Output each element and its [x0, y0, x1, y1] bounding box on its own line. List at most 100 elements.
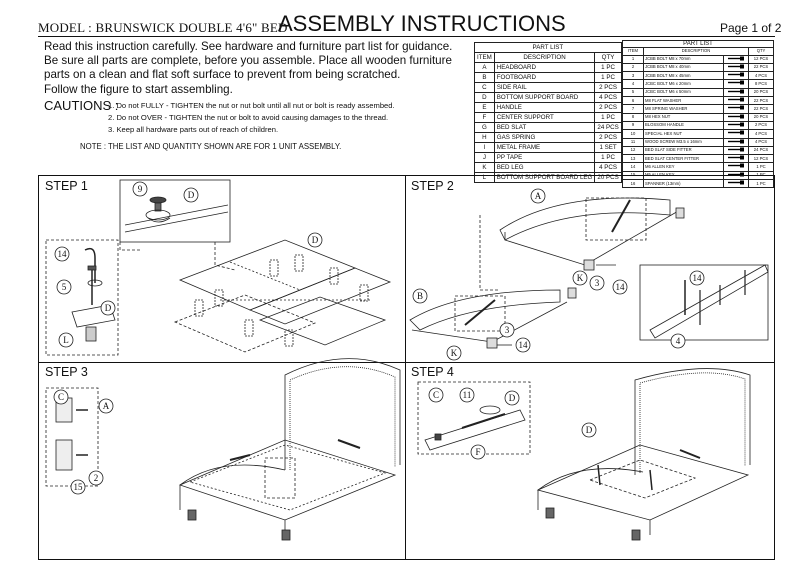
note-text: NOTE : THE LIST AND QUANTITY SHOWN ARE F…	[80, 142, 342, 151]
callout-text: B	[417, 291, 423, 301]
callout-text: K	[577, 273, 584, 283]
s2-callout-label: 4	[670, 333, 686, 349]
s2-callout-label: K	[572, 270, 588, 286]
s1-callout-label: D	[100, 300, 116, 316]
cautions-label: CAUTIONS :	[44, 98, 119, 113]
caution-item: 3. Keep all hardware parts out of reach …	[108, 125, 279, 134]
table-cell: 20 PCS	[594, 172, 622, 183]
callout-circle	[132, 181, 148, 197]
callout-text: A	[535, 191, 542, 201]
intro-line: Be sure all parts are complete, before y…	[44, 54, 452, 68]
step3-illustration	[45, 358, 401, 541]
callout-text: 15	[74, 482, 84, 492]
s1-callout-label: 14	[54, 246, 70, 262]
s2-callout-label: B	[412, 288, 428, 304]
callout-text: C	[58, 392, 64, 402]
callout-text: D	[188, 190, 195, 200]
intro-line: Follow the figure to start assembling.	[44, 82, 233, 96]
callout-circle	[307, 232, 323, 248]
s4-callout-label: D	[581, 422, 597, 438]
callout-text: 14	[58, 249, 68, 259]
callout-text: A	[103, 401, 110, 411]
s2-callout-label: 14	[612, 279, 628, 295]
callout-text: 4	[676, 336, 681, 346]
callout-circle	[499, 322, 515, 338]
table-cell: 1 PC	[748, 179, 774, 189]
callout-text: 5	[62, 282, 67, 292]
caution-item: 2. Do not OVER - TIGHTEN the nut or bolt…	[108, 113, 389, 122]
callout-circle	[504, 390, 520, 406]
s3-callout-label: A	[98, 398, 114, 414]
cautions-list: 1. Do not FULLY - TIGHTEN the nut or nut…	[108, 100, 468, 136]
model-name: MODEL : BRUNSWICK DOUBLE 4'6" BED	[38, 20, 288, 35]
s4-callout-label: 11	[459, 387, 475, 403]
s1-callout-label: D	[183, 187, 199, 203]
s3-callout-label: 2	[88, 470, 104, 486]
callout-circle	[589, 275, 605, 291]
step2-illustration	[409, 197, 769, 349]
step2-title: STEP 2	[411, 179, 454, 193]
callout-circle	[670, 333, 686, 349]
s4-callout-label: D	[504, 390, 520, 406]
step4-title: STEP 4	[411, 365, 454, 379]
s2-callout-label: 14	[515, 337, 531, 353]
callout-circle	[515, 337, 531, 353]
callout-circle	[412, 288, 428, 304]
callout-circle	[100, 300, 116, 316]
step4-illustration	[417, 368, 751, 541]
callout-text: D	[586, 425, 593, 435]
callout-text: L	[63, 335, 69, 345]
callout-text: C	[433, 390, 439, 400]
page-title: ASSEMBLY INSTRUCTIONS	[278, 11, 566, 36]
callout-text: 3	[505, 325, 510, 335]
callout-circle	[572, 270, 588, 286]
callout-text: K	[451, 348, 458, 358]
intro-text: Read this instruction carefully. See har…	[44, 40, 464, 97]
step1-title: STEP 1	[45, 179, 88, 193]
s2-callout-label: A	[530, 188, 546, 204]
callout-text: D	[312, 235, 319, 245]
callout-circle	[530, 188, 546, 204]
callout-circle	[53, 389, 69, 405]
caution-item: 1. Do not FULLY - TIGHTEN the nut or nut…	[108, 101, 395, 110]
callout-text: 9	[138, 184, 143, 194]
s3-callout-label: 15	[70, 479, 86, 495]
callout-circle	[446, 345, 462, 361]
callout-text: 14	[693, 273, 703, 283]
callout-circle	[428, 387, 444, 403]
s1-callout-label: L	[58, 332, 74, 348]
step1-inset	[119, 179, 231, 243]
callout-text: D	[105, 303, 112, 313]
part-list-title: PART LIST	[622, 39, 774, 49]
steps-frame	[38, 175, 775, 560]
callout-circle	[612, 279, 628, 295]
callout-circle	[470, 444, 486, 460]
callout-text: 3	[595, 278, 600, 288]
callout-text: F	[475, 447, 480, 457]
s3-callout-label: C	[53, 389, 69, 405]
callout-text: 11	[463, 390, 472, 400]
s2-callout-label: K	[446, 345, 462, 361]
callout-circle	[70, 479, 86, 495]
callout-circle	[689, 270, 705, 286]
callout-circle	[56, 279, 72, 295]
callout-text: 14	[519, 340, 529, 350]
callout-circle	[88, 470, 104, 486]
header-rule	[38, 36, 775, 37]
callout-circle	[459, 387, 475, 403]
steps-divider-vertical	[405, 175, 406, 560]
s1-callout-label: D	[307, 232, 323, 248]
s4-callout-label: F	[470, 444, 486, 460]
callout-text: D	[509, 393, 516, 403]
col-header: QTY	[748, 47, 774, 56]
step1-illustration	[45, 179, 392, 356]
callout-circle	[581, 422, 597, 438]
